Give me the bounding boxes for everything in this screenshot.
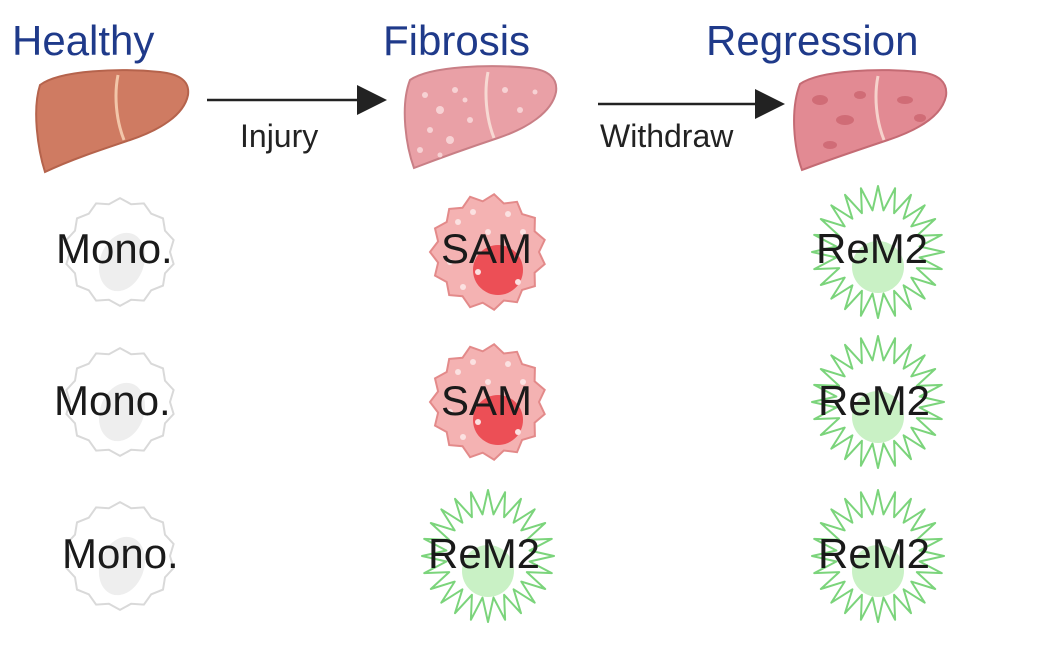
cell-glyph-r2-c1 [65, 346, 175, 458]
arrow-label-withdraw: Withdraw [600, 118, 734, 154]
arrow-label-injury: Injury [240, 118, 319, 154]
liver-healthy-icon [35, 69, 190, 174]
cell-glyph-r1-c3 [811, 185, 945, 319]
cell-glyph-r1-c2 [428, 193, 546, 311]
cell-glyph-r2-c2 [428, 343, 546, 461]
cell-label-r1-fibrosis: SAM [441, 225, 533, 272]
cell-label-r1-regression: ReM2 [816, 225, 929, 272]
cell-glyph-r3-c3 [811, 489, 945, 623]
cell-glyph-r1-c1 [65, 196, 175, 308]
cell-label-r3-regression: ReM2 [818, 530, 931, 577]
cell-glyph-r3-c2 [421, 489, 555, 623]
cell-label-r2-healthy: Mono. [54, 377, 171, 424]
cell-glyph-r3-c1 [65, 500, 175, 612]
stage-title-regression: Regression [706, 17, 919, 64]
cell-label-r3-healthy: Mono. [62, 530, 179, 577]
liver-regression-icon [793, 69, 948, 172]
cell-label-r2-regression: ReM2 [818, 377, 931, 424]
liver-fibrosis-icon [403, 65, 558, 170]
stage-title-healthy: Healthy [12, 17, 155, 64]
cell-glyph-r2-c3 [811, 335, 945, 469]
stage-title-fibrosis: Fibrosis [383, 17, 531, 64]
cell-label-r2-fibrosis: SAM [441, 377, 533, 424]
cell-label-r1-healthy: Mono. [56, 225, 173, 272]
cell-label-r3-fibrosis: ReM2 [428, 530, 541, 577]
